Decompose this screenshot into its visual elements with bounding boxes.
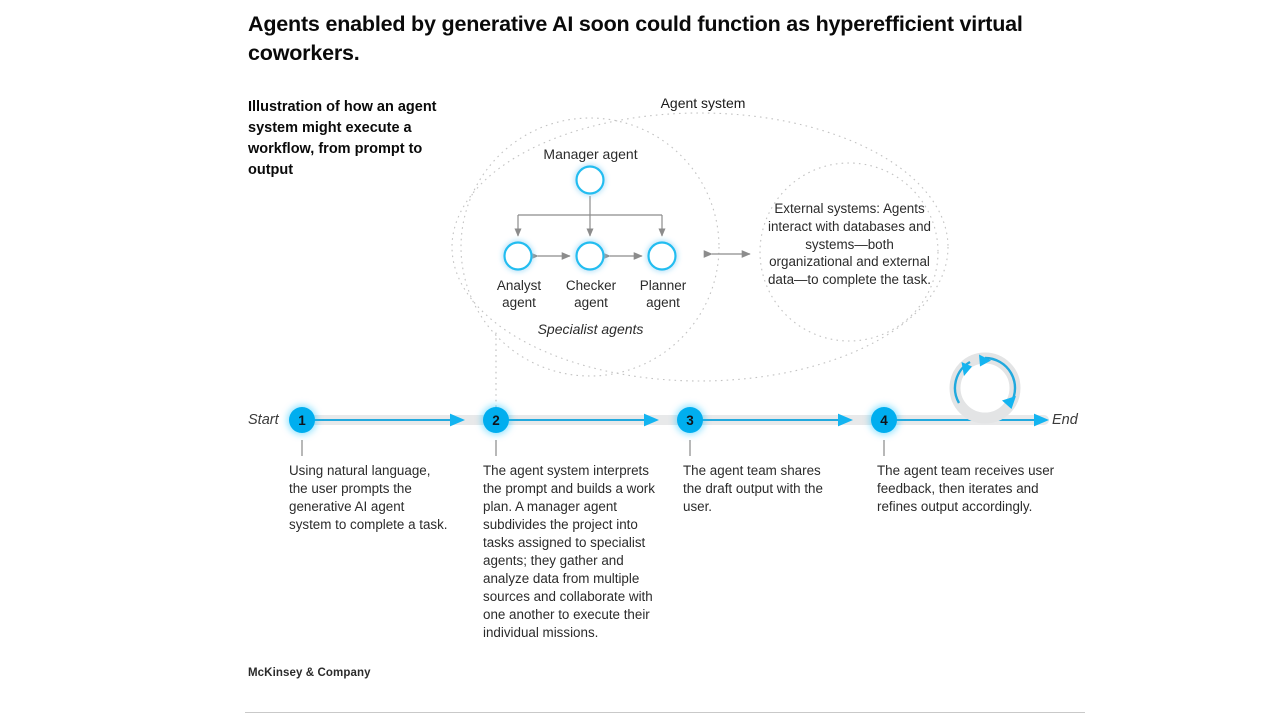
- timeline-node-4[interactable]: 4: [871, 407, 897, 433]
- specialist-agents-caption: Specialist agents: [537, 321, 644, 337]
- brand-footer: McKinsey & Company: [248, 667, 371, 679]
- analyst-agent-circle: [503, 241, 533, 271]
- step-caption-1: Using natural language, the user prompts…: [289, 463, 448, 533]
- page-title: Agents enabled by generative AI soon cou…: [248, 12, 1023, 65]
- timeline-node-3[interactable]: 3: [677, 407, 703, 433]
- footer-divider: [245, 712, 1085, 713]
- external-systems-text: External systems: Agents interact with d…: [767, 201, 932, 288]
- manager-agent-label: Manager agent: [543, 146, 638, 162]
- refresh-loop-icon: [949, 352, 1021, 424]
- planner-agent-circle: [647, 241, 677, 271]
- step-caption-3: The agent team shares the draft output w…: [683, 463, 823, 515]
- checker-agent-circle: [575, 241, 605, 271]
- timeline-node-2[interactable]: 2: [483, 407, 509, 433]
- timeline-start-label: Start: [248, 412, 279, 428]
- agent-system-title: Agent system: [660, 95, 746, 111]
- step-caption-4: The agent team receives user feedback, t…: [877, 463, 1055, 515]
- timeline-track: [289, 415, 1049, 425]
- page-subtitle: Illustration of how an agent system migh…: [248, 99, 437, 179]
- manager-to-specialists-connectors: [514, 196, 666, 237]
- timeline-end-label: End: [1052, 412, 1078, 428]
- step-caption-2: The agent system interprets the prompt a…: [483, 463, 655, 641]
- agent-nodes: [503, 165, 677, 271]
- node-tick-marks: [301, 440, 885, 456]
- timeline-node-1[interactable]: 1: [289, 407, 315, 433]
- manager-agent-circle: [575, 165, 605, 195]
